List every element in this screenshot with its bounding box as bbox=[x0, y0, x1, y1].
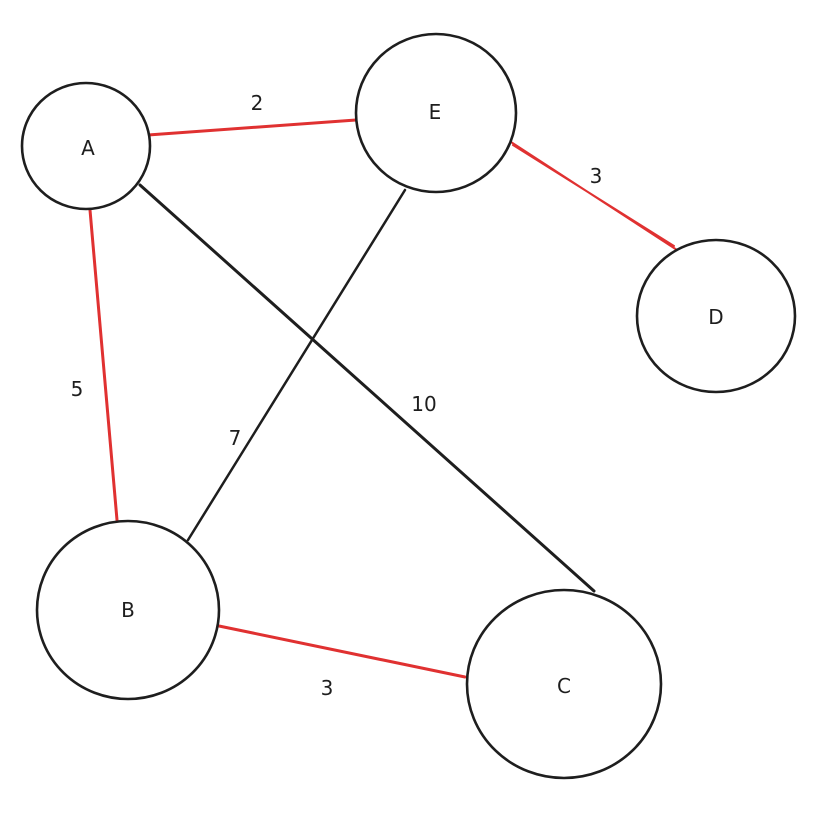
edge-labels: 2 3 5 3 7 10 bbox=[71, 91, 603, 700]
edge-label-e-d: 3 bbox=[590, 164, 603, 188]
edge-b-c bbox=[217, 624, 467, 679]
node-e: E bbox=[354, 32, 518, 194]
edge-e-b bbox=[186, 188, 407, 542]
node-a-label: A bbox=[81, 136, 95, 160]
node-c: C bbox=[465, 588, 663, 780]
edge-a-b bbox=[88, 208, 119, 522]
node-c-label: C bbox=[557, 674, 571, 698]
edge-label-a-c: 10 bbox=[411, 392, 436, 416]
edge-a-c bbox=[138, 183, 596, 593]
edge-label-b-c: 3 bbox=[321, 676, 334, 700]
edge-label-e-b: 7 bbox=[229, 426, 242, 450]
node-d: D bbox=[635, 238, 797, 394]
node-d-circle bbox=[635, 238, 797, 394]
node-b-circle bbox=[35, 519, 221, 701]
edge-e-d bbox=[510, 141, 678, 251]
node-a-circle bbox=[20, 81, 152, 211]
edge-a-e bbox=[146, 118, 358, 137]
node-b: B bbox=[35, 519, 221, 701]
edge-label-a-b: 5 bbox=[71, 377, 84, 401]
node-c-circle bbox=[465, 588, 663, 780]
node-b-label: B bbox=[121, 598, 135, 622]
edges bbox=[88, 118, 678, 679]
node-d-label: D bbox=[708, 305, 723, 329]
node-e-circle bbox=[354, 32, 518, 194]
edge-label-a-e: 2 bbox=[251, 91, 264, 115]
node-a: A bbox=[20, 81, 152, 211]
node-e-label: E bbox=[429, 100, 442, 124]
